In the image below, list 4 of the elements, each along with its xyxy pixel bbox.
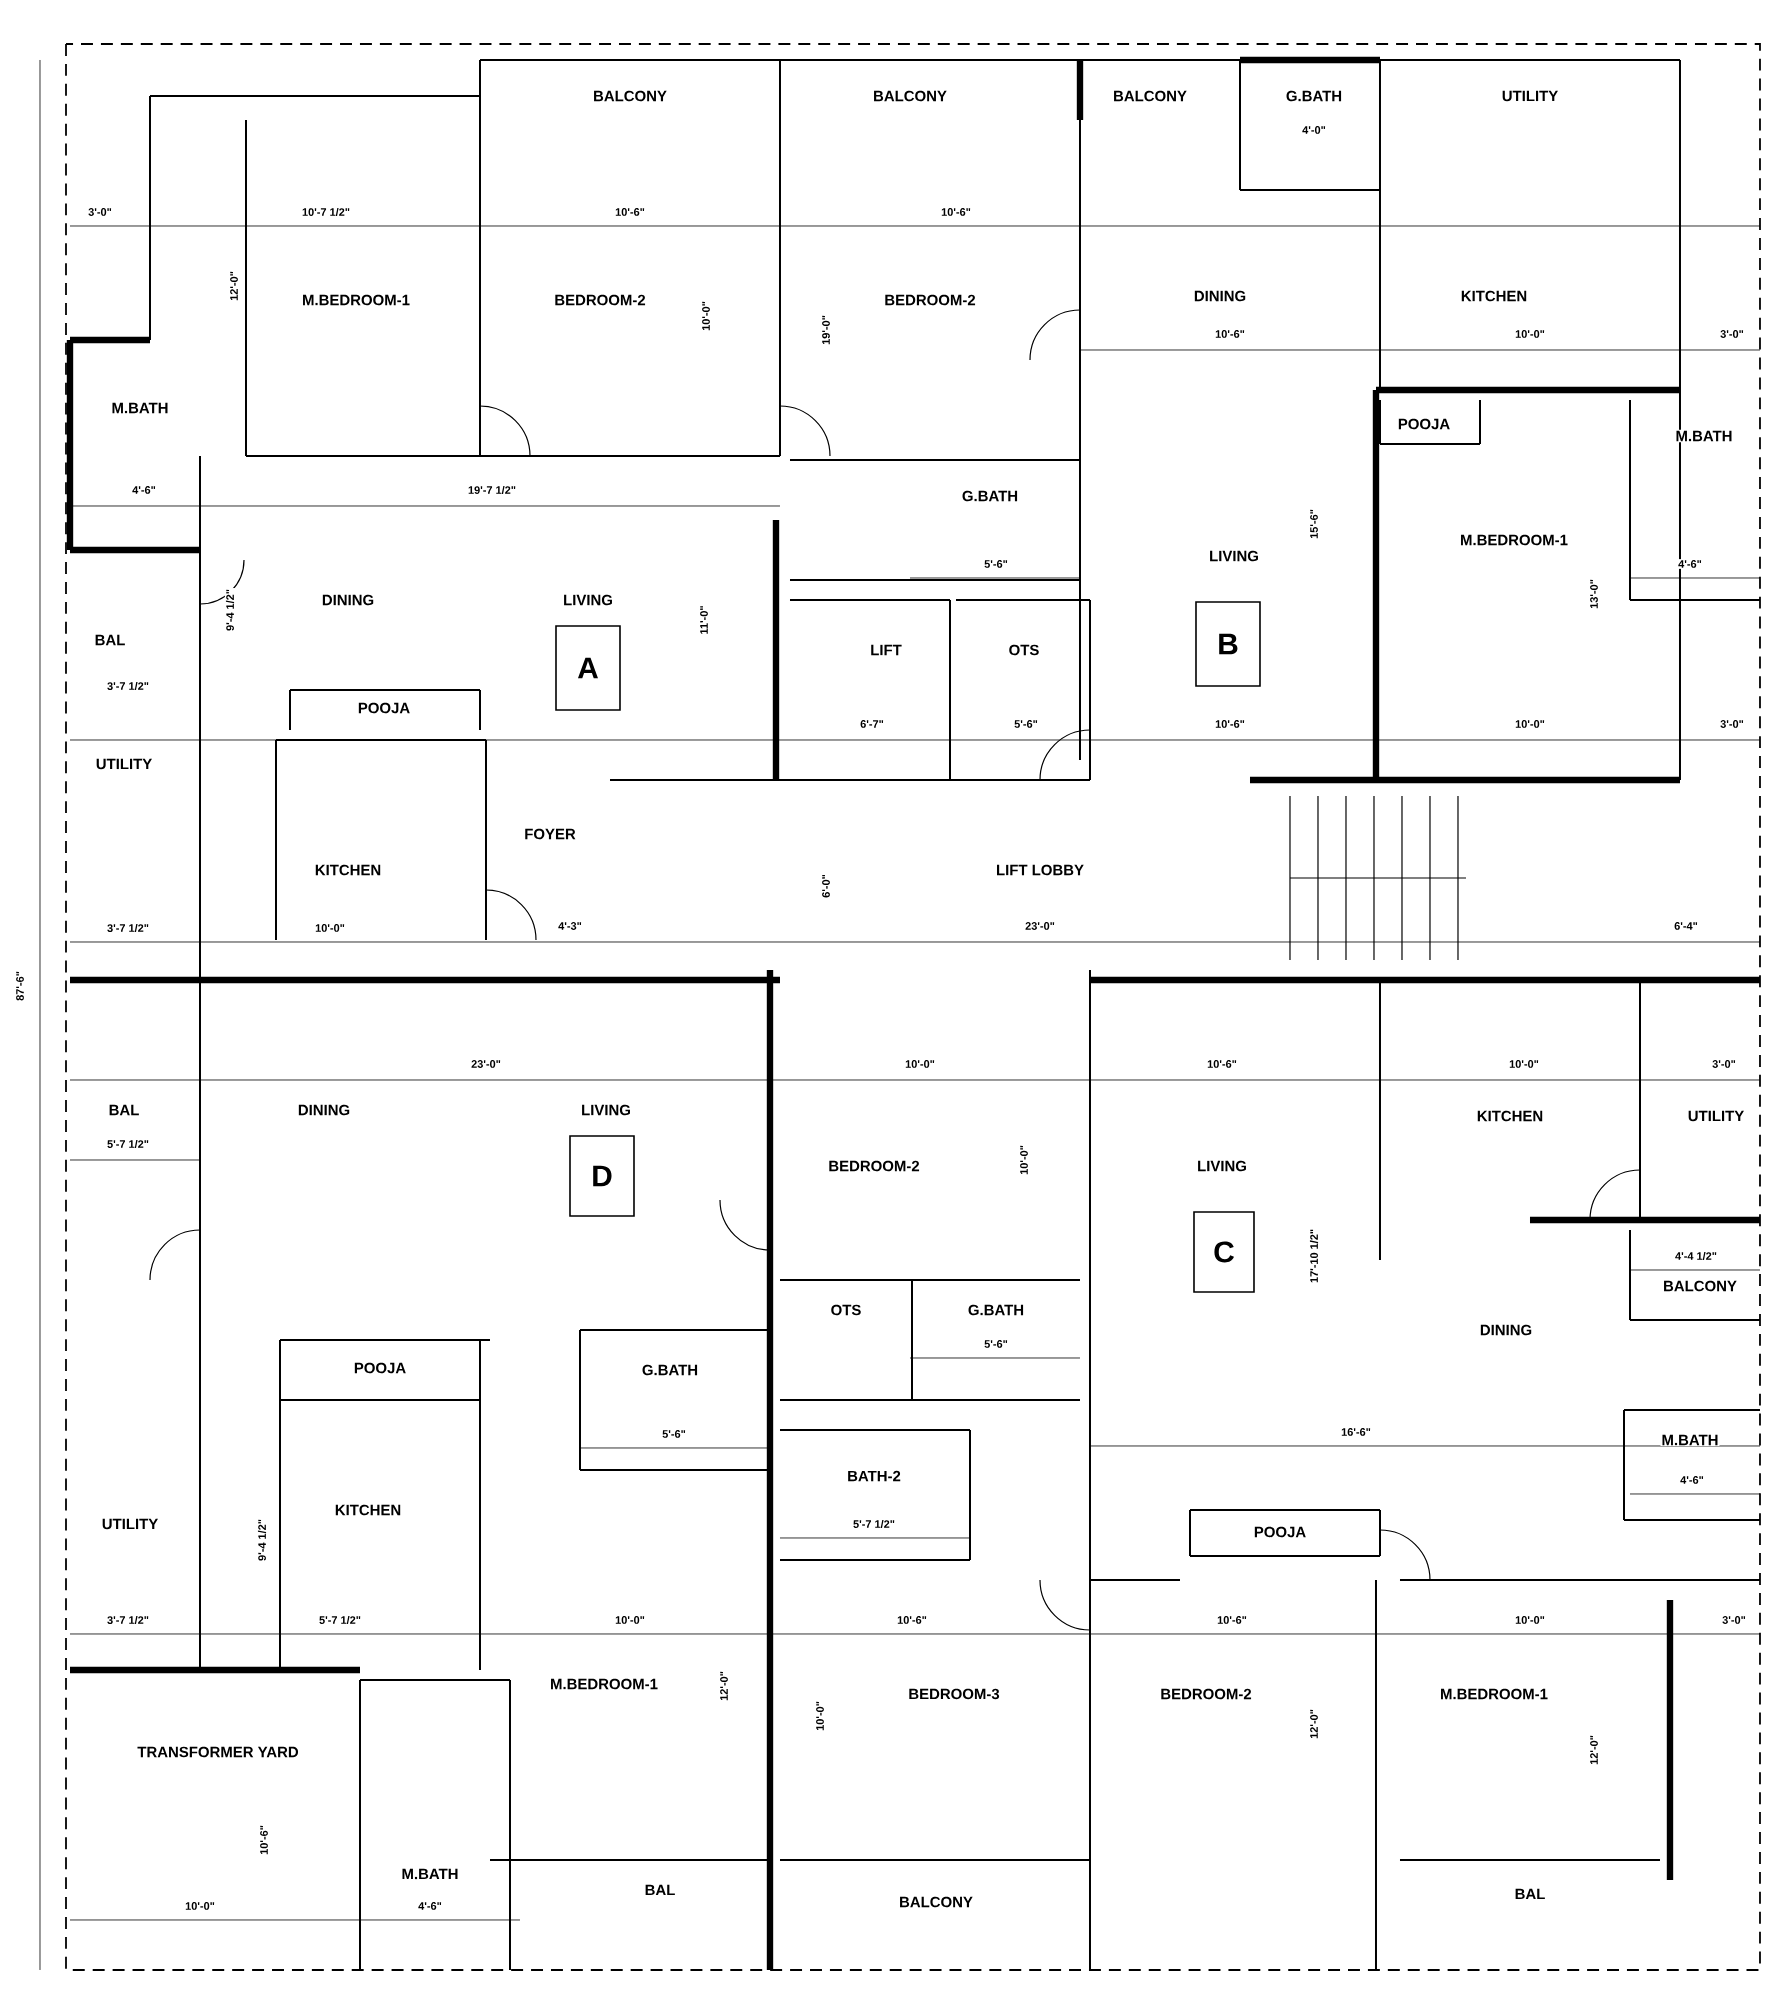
- unit-label-box: A: [555, 625, 621, 711]
- unit-label-box: B: [1195, 601, 1261, 687]
- unit-label-box: D: [569, 1135, 635, 1217]
- unit-label-box: C: [1193, 1211, 1255, 1293]
